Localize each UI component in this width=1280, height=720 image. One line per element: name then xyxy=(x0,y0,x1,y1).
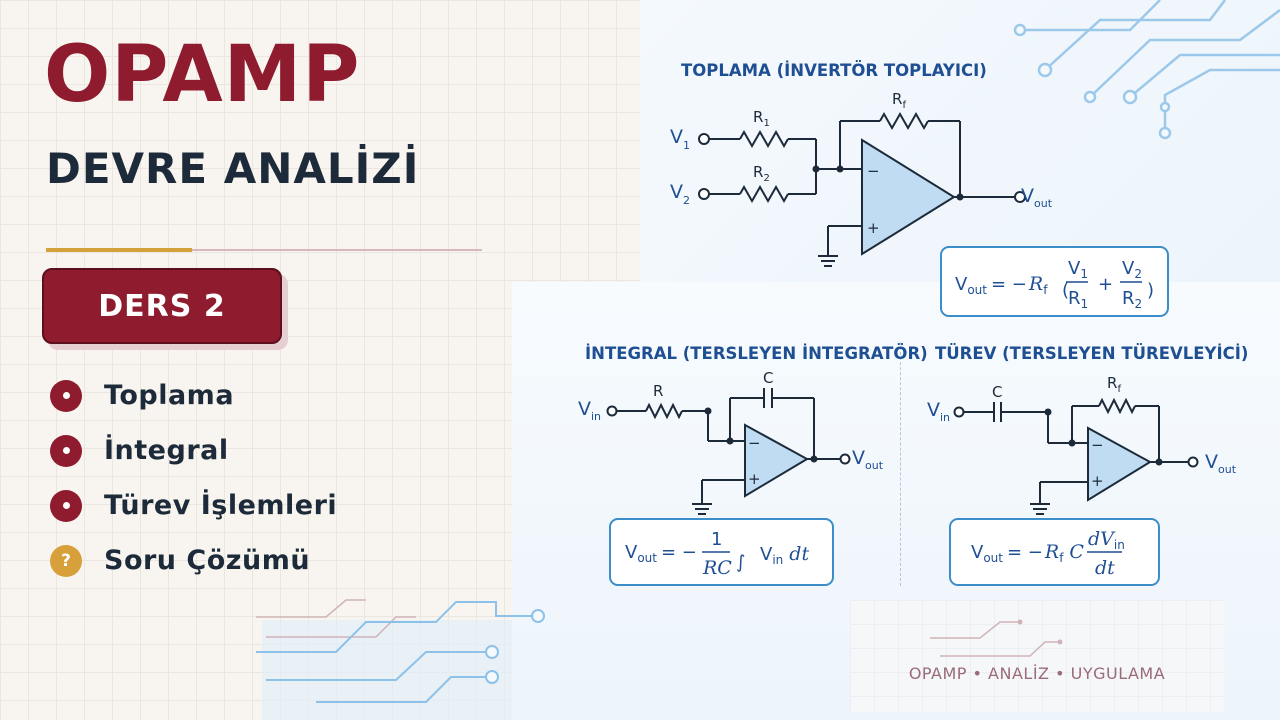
junction-dot xyxy=(1155,458,1163,466)
resistor-rf xyxy=(879,111,929,131)
opamp-plus-label: + xyxy=(1091,472,1104,490)
integrator-diagram: İNTEGRAL (TERSLEYEN İNTEGRATÖR) − + Vin … xyxy=(578,344,928,586)
input-v1-label: V1 xyxy=(670,126,690,152)
page-subtitle: DEVRE ANALİZİ xyxy=(46,144,420,193)
circuit-trace-decoration-bottom xyxy=(256,599,545,720)
resistor-r1 xyxy=(739,129,789,149)
svg-text:RC: RC xyxy=(702,557,732,579)
opamp-plus-label: + xyxy=(867,219,880,237)
svg-text:dt: dt xyxy=(1095,557,1115,579)
opamp-minus-label: − xyxy=(748,434,761,452)
junction-dot xyxy=(956,193,964,201)
topic-item: Türev İşlemleri xyxy=(50,478,337,533)
c-label: C xyxy=(763,369,773,387)
opamp-plus-label: + xyxy=(748,470,761,488)
topic-label: Toplama xyxy=(104,380,235,411)
output-terminal xyxy=(1014,191,1026,203)
input-terminal xyxy=(606,405,618,417)
junction-dot xyxy=(704,407,712,415)
input-terminal xyxy=(698,188,710,200)
svg-text:Vout= −RfC: Vout= −RfC xyxy=(971,541,1084,565)
r1-label: R1 xyxy=(753,108,770,129)
integrator-wires xyxy=(616,388,840,515)
summing-title: TOPLAMA (İNVERTÖR TOPLAYICI) xyxy=(681,61,987,80)
rf-label: Rf xyxy=(1107,374,1121,395)
c-label: C xyxy=(992,383,1002,401)
junction-dot xyxy=(1044,408,1052,416)
rf-label: Rf xyxy=(892,90,906,111)
topic-label: Soru Çözümü xyxy=(104,545,311,576)
svg-text:Vout= −Rf: Vout= −Rf xyxy=(955,273,1048,297)
r2-label: R2 xyxy=(753,163,770,184)
topic-list: Toplama İntegral Türev İşlemleri ? Soru … xyxy=(50,368,337,588)
junction-dot xyxy=(836,165,844,173)
integrator-title: İNTEGRAL (TERSLEYEN İNTEGRATÖR) xyxy=(585,344,928,363)
svg-text:R2: R2 xyxy=(1122,288,1142,311)
opamp-triangle xyxy=(861,138,956,256)
output-label: Vout xyxy=(852,447,884,472)
opamp-minus-label: − xyxy=(867,162,880,180)
output-terminal xyxy=(839,453,851,465)
topic-label: Türev İşlemleri xyxy=(104,490,338,521)
input-vin-label: Vin xyxy=(927,399,950,424)
resistor-rf xyxy=(1098,397,1136,415)
svg-text:(: ( xyxy=(1062,280,1069,301)
output-label: Vout xyxy=(1021,185,1053,210)
footer-tagline: OPAMP • ANALİZ • UYGULAMA xyxy=(908,664,1166,683)
summing-amplifier-diagram: TOPLAMA (İNVERTÖR TOPLAYICI) − + V1 V xyxy=(670,61,1169,317)
differentiator-wires xyxy=(963,397,1188,515)
svg-text:Vout= −: Vout= − xyxy=(625,542,697,565)
footer-trace-decoration xyxy=(930,619,1063,657)
junction-dot xyxy=(812,165,820,173)
svg-text:R1: R1 xyxy=(1068,288,1088,311)
output-label: Vout xyxy=(1205,451,1237,476)
resistor-r xyxy=(645,402,683,420)
opamp-triangle xyxy=(1087,426,1152,502)
junction-dot xyxy=(726,437,734,445)
svg-text:V1: V1 xyxy=(1068,258,1088,281)
title-divider xyxy=(46,248,482,252)
topic-item: Toplama xyxy=(50,368,337,423)
input-v2-label: V2 xyxy=(670,181,690,207)
svg-text:+: + xyxy=(1098,274,1113,295)
svg-text:∫: ∫ xyxy=(736,552,745,573)
differentiator-title: TÜREV (TERSLEYEN TÜREVLEYİCİ) xyxy=(935,344,1248,363)
topic-item: İntegral xyxy=(50,423,337,478)
resistor-r2 xyxy=(739,184,789,204)
svg-text:1: 1 xyxy=(711,529,722,550)
topic-item: ? Soru Çözümü xyxy=(50,533,337,588)
footer-card: OPAMP • ANALİZ • UYGULAMA xyxy=(850,600,1224,712)
opamp-triangle xyxy=(744,423,810,498)
dot-bullet-icon xyxy=(50,489,82,522)
r-label: R xyxy=(653,382,663,400)
output-terminal xyxy=(1187,456,1199,468)
svg-text:V2: V2 xyxy=(1122,258,1142,281)
divider-gold-segment xyxy=(46,248,192,252)
dot-bullet-icon xyxy=(50,434,82,467)
question-icon: ? xyxy=(50,544,82,577)
topic-label: İntegral xyxy=(104,435,229,466)
differentiator-diagram: TÜREV (TERSLEYEN TÜREVLEYİCİ) − + Vin C … xyxy=(927,344,1248,586)
panel-separator xyxy=(900,342,901,586)
summing-formula: Vout= −Rf ( V1 R1 + V2 R2 ) xyxy=(955,258,1154,311)
svg-text:): ) xyxy=(1147,280,1154,301)
input-terminal xyxy=(698,133,710,145)
junction-dot xyxy=(810,455,818,463)
junction-dot xyxy=(1068,439,1076,447)
input-terminal xyxy=(953,406,965,418)
opamp-minus-label: − xyxy=(1091,436,1104,454)
page-title: OPAMP xyxy=(44,30,361,120)
summing-formula-box xyxy=(940,246,1169,317)
summing-wires xyxy=(709,111,1015,267)
divider-rose-segment xyxy=(192,249,482,251)
circuit-trace-decoration-top xyxy=(1013,0,1280,140)
svg-text:dVin: dVin xyxy=(1088,528,1125,552)
input-vin-label: Vin xyxy=(578,398,601,423)
dot-bullet-icon xyxy=(50,379,82,412)
differentiator-formula-box xyxy=(949,518,1160,586)
lesson-badge: DERS 2 xyxy=(42,268,282,344)
